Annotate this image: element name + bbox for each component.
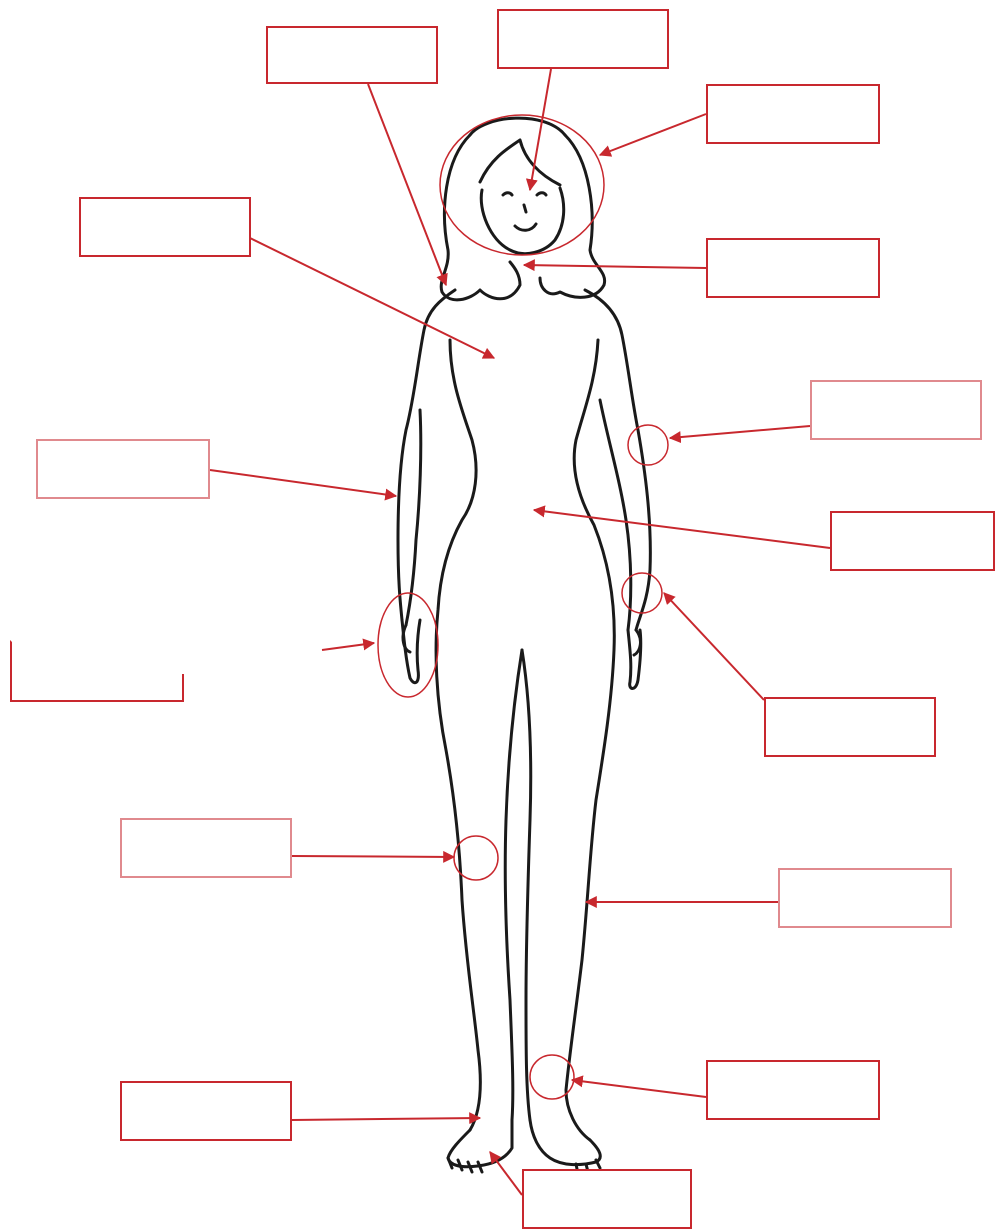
label-box-stomach[interactable]	[830, 511, 995, 571]
elbow-circle	[628, 425, 668, 465]
label-box-knee[interactable]	[120, 818, 292, 878]
right-eye	[537, 193, 546, 195]
left-shoulder	[398, 290, 455, 620]
hair-bangs	[480, 140, 560, 185]
hair-outline	[441, 135, 520, 300]
label-box-elbow[interactable]	[810, 380, 982, 440]
right-torso	[566, 340, 614, 1140]
face-outline	[481, 188, 563, 254]
mouth	[515, 224, 536, 230]
arrow-foot	[292, 1118, 480, 1120]
left-inner-leg	[505, 650, 522, 1120]
right-thumb	[634, 630, 640, 655]
label-box-foot[interactable]	[120, 1081, 292, 1141]
label-box-arm[interactable]	[36, 439, 210, 499]
left-eye	[503, 193, 512, 195]
head-circle	[440, 115, 604, 255]
label-box-chest[interactable]	[79, 197, 251, 257]
label-box-wrist[interactable]	[764, 697, 936, 757]
right-shoulder	[585, 290, 650, 630]
hair-top	[470, 118, 565, 135]
arrow-hand	[322, 643, 374, 650]
nose-line	[524, 205, 526, 212]
arrow-elbow	[670, 426, 810, 438]
arrow-chest	[250, 238, 494, 358]
arrow-knee	[292, 856, 454, 857]
right-foot	[530, 1120, 600, 1165]
left-thumb	[403, 625, 410, 652]
arrow-chin	[524, 265, 706, 268]
arrow-stomach	[534, 510, 830, 548]
label-box-head[interactable]	[706, 84, 880, 144]
label-box-neck[interactable]	[266, 26, 438, 84]
label-box-chin[interactable]	[706, 238, 880, 298]
arrow-toes	[490, 1152, 522, 1195]
left-torso	[436, 340, 480, 1130]
right-inner-leg	[522, 650, 531, 1120]
label-box-toes[interactable]	[522, 1169, 692, 1229]
label-box-ankle[interactable]	[706, 1060, 880, 1120]
label-gap-cover	[128, 636, 318, 674]
label-box-nose[interactable]	[497, 9, 669, 69]
arrow-wrist	[664, 593, 764, 700]
arrow-arm	[210, 470, 396, 496]
arrow-neck	[368, 84, 446, 285]
arrow-ankle	[572, 1080, 706, 1097]
label-box-leg[interactable]	[778, 868, 952, 928]
arrow-head	[600, 114, 706, 155]
right-inner-arm	[600, 400, 631, 630]
